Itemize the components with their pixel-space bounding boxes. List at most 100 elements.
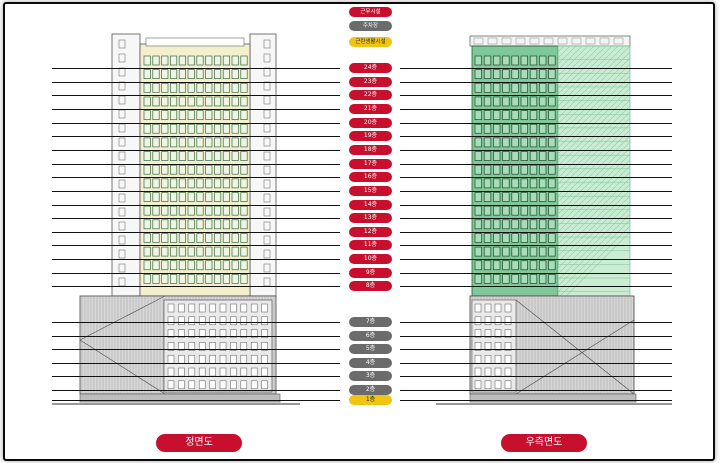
front-window <box>170 137 178 148</box>
floor-level-line <box>52 286 340 287</box>
podium-window <box>209 342 216 351</box>
hatch-line <box>557 189 631 263</box>
front-window <box>161 178 169 189</box>
podium-diagonal <box>515 299 635 395</box>
core-window <box>118 221 126 231</box>
front-window <box>240 82 248 93</box>
front-window <box>152 137 160 148</box>
front-window <box>214 178 222 189</box>
right-window <box>493 110 501 120</box>
right-window <box>548 96 556 107</box>
podium-window <box>484 303 492 313</box>
podium-window <box>188 367 196 377</box>
podium-window <box>250 367 258 377</box>
podium-window <box>484 316 492 326</box>
right-window <box>502 137 510 148</box>
core-window <box>263 193 271 203</box>
front-window <box>143 274 151 284</box>
front-window <box>170 233 178 243</box>
front-window <box>240 151 248 161</box>
floor-label: 21층 <box>349 103 392 114</box>
front-window <box>143 192 151 202</box>
floor-level-line <box>52 177 340 178</box>
right-elevation-caption: 우측면도 <box>501 434 587 452</box>
front-window <box>170 274 178 284</box>
front-window <box>196 205 204 216</box>
front-window <box>178 110 186 120</box>
podium-window <box>167 342 175 351</box>
podium-window <box>474 354 482 364</box>
floor-label: 5층 <box>349 344 392 355</box>
front-window <box>196 260 204 271</box>
right-window <box>511 164 519 175</box>
front-window <box>205 219 213 230</box>
right-window <box>502 178 510 189</box>
right-window <box>483 205 492 216</box>
front-window <box>178 233 186 243</box>
front-window <box>222 260 230 271</box>
floor-label: 18층 <box>349 144 392 155</box>
front-window <box>231 82 239 93</box>
front-window <box>161 110 169 120</box>
front-window <box>178 82 186 93</box>
podium-window <box>188 342 196 351</box>
front-window <box>161 205 169 216</box>
floor-level-line <box>400 245 672 246</box>
legend-item-office: 근무시설 <box>349 7 392 17</box>
right-window <box>502 69 510 80</box>
front-window <box>231 274 239 284</box>
front-window <box>143 151 151 161</box>
right-window <box>511 192 519 202</box>
floor-level-line <box>400 68 672 69</box>
floor-level-line <box>400 363 672 364</box>
floor-label: 2층 <box>349 385 392 395</box>
front-window <box>187 178 195 189</box>
front-window <box>196 192 204 202</box>
front-window <box>187 123 195 134</box>
front-window <box>231 192 239 202</box>
front-window <box>240 69 248 80</box>
podium-window <box>261 303 268 313</box>
front-window <box>222 178 230 189</box>
right-window <box>493 178 501 189</box>
right-window <box>474 233 482 243</box>
front-window <box>196 151 204 161</box>
core-window <box>263 235 271 245</box>
podium-window <box>240 303 248 313</box>
right-window <box>539 137 547 148</box>
right-window <box>548 192 556 202</box>
core-window <box>263 263 271 273</box>
right-window <box>539 192 547 202</box>
right-window <box>493 55 501 66</box>
podium-window <box>230 367 237 377</box>
right-window <box>520 151 528 161</box>
front-window <box>240 96 248 107</box>
floor-level-line <box>52 400 340 401</box>
right-window <box>474 151 482 161</box>
front-window <box>222 123 230 134</box>
front-window <box>178 219 186 230</box>
podium-window <box>250 303 258 313</box>
core-window <box>118 123 126 133</box>
right-window <box>502 233 510 243</box>
hatch-line <box>557 45 619 107</box>
front-window <box>222 164 230 175</box>
right-window <box>511 96 519 107</box>
floor-level-line <box>52 349 340 350</box>
right-window <box>520 82 528 93</box>
right-window <box>483 123 492 134</box>
podium-window <box>178 316 185 326</box>
floor-level-line <box>52 273 340 274</box>
floor-level-line <box>400 259 672 260</box>
podium-window <box>209 316 216 326</box>
podium-window <box>230 380 237 390</box>
front-window <box>152 151 160 161</box>
hatch-line <box>565 231 631 297</box>
floor-label: 16층 <box>349 172 392 183</box>
hatch-line <box>557 45 565 53</box>
right-window <box>502 123 510 134</box>
floor-level-line <box>52 150 340 151</box>
hatch-line <box>557 57 631 131</box>
podium-window <box>178 329 185 338</box>
front-window <box>231 96 239 107</box>
